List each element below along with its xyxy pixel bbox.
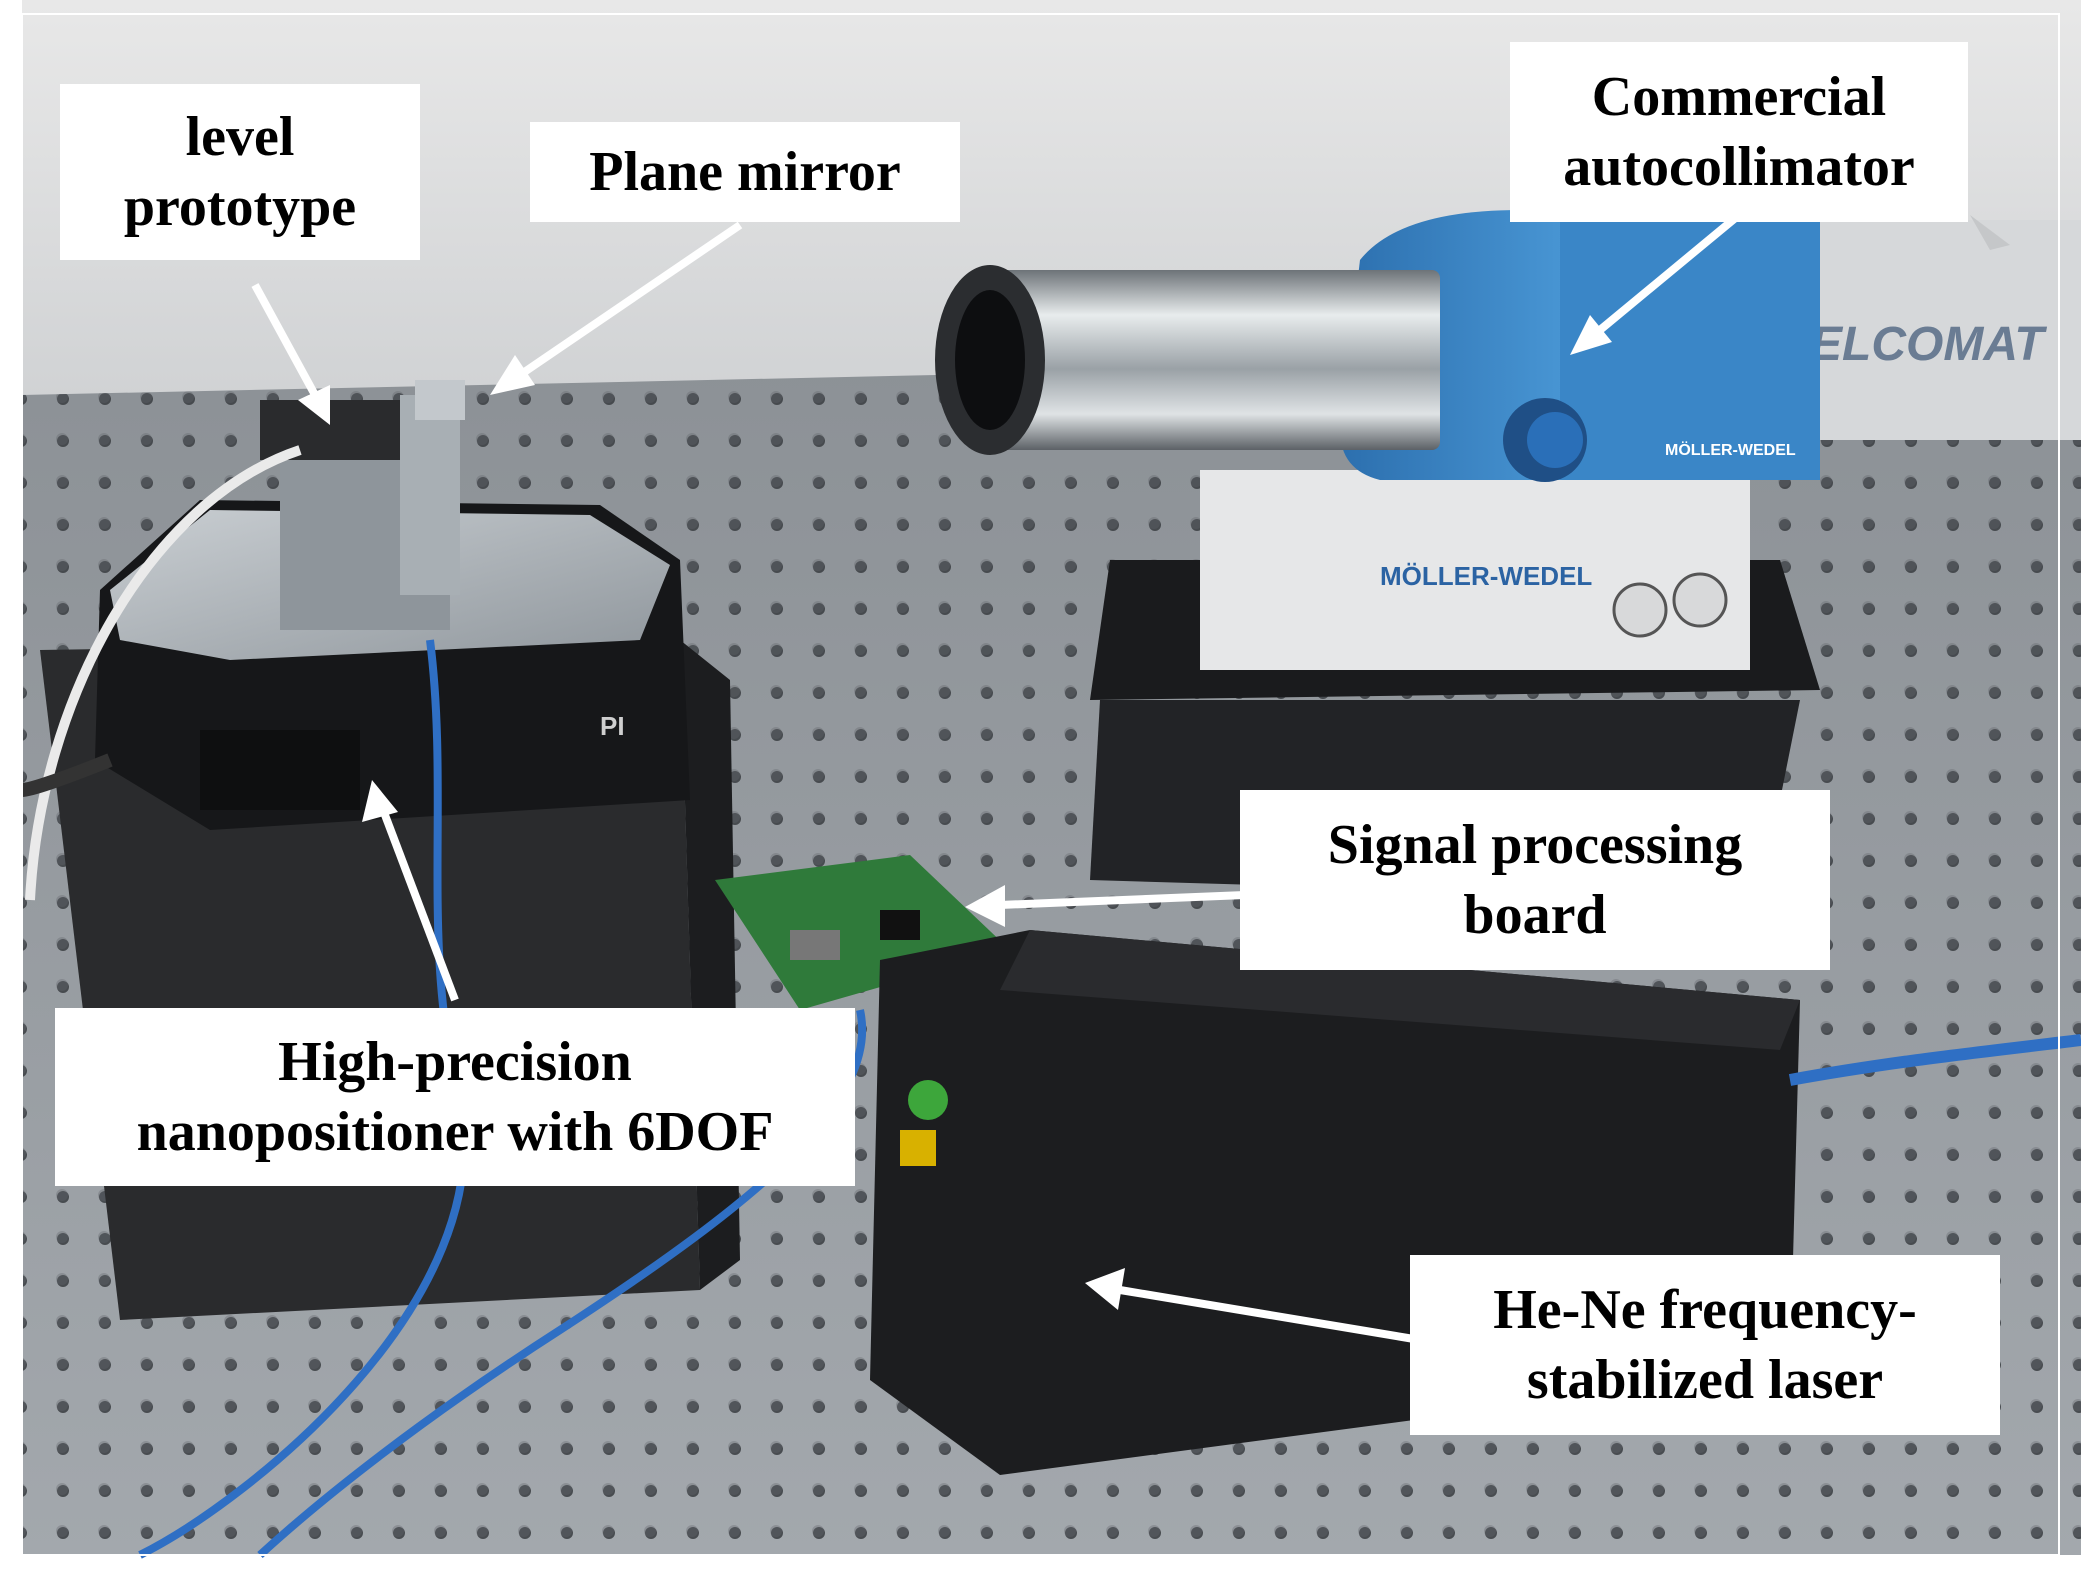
label-level-prototype: level prototype bbox=[60, 84, 420, 260]
pi-logo: PI bbox=[600, 711, 625, 741]
arrow-laser bbox=[1119, 1286, 1421, 1344]
label-signal-processing-board: Signal processing board bbox=[1240, 790, 1830, 970]
annotation-arrows bbox=[251, 206, 1748, 1344]
arrow-plane-mirror bbox=[517, 221, 743, 379]
autocollimator-tube bbox=[935, 265, 1440, 455]
nanopositioner-stage: PI bbox=[95, 500, 690, 830]
moller-wedel-base-text: MÖLLER-WEDEL bbox=[1380, 561, 1592, 591]
image-frame bbox=[21, 13, 2060, 1556]
arrow-nanopositioner bbox=[381, 813, 459, 1002]
label-plane-mirror: Plane mirror bbox=[530, 122, 960, 222]
label-nanopositioner: High-precision nanopositioner with 6DOF bbox=[55, 1008, 855, 1186]
arrow-level-prototype bbox=[251, 283, 319, 397]
label-he-ne-laser: He-Ne frequency- stabilized laser bbox=[1410, 1255, 2000, 1435]
arrow-signal-board bbox=[999, 891, 1246, 909]
label-commercial-autocollimator: Commercial autocollimator bbox=[1510, 42, 1968, 222]
elcomat-text: ELCOMAT bbox=[1810, 318, 2047, 371]
signal-processing-board-pcb bbox=[715, 855, 1010, 1010]
arrow-autocollimator bbox=[1597, 206, 1748, 334]
moller-wedel-head-text: MÖLLER-WEDEL bbox=[1665, 440, 1796, 459]
level-prototype-assembly bbox=[260, 380, 465, 630]
